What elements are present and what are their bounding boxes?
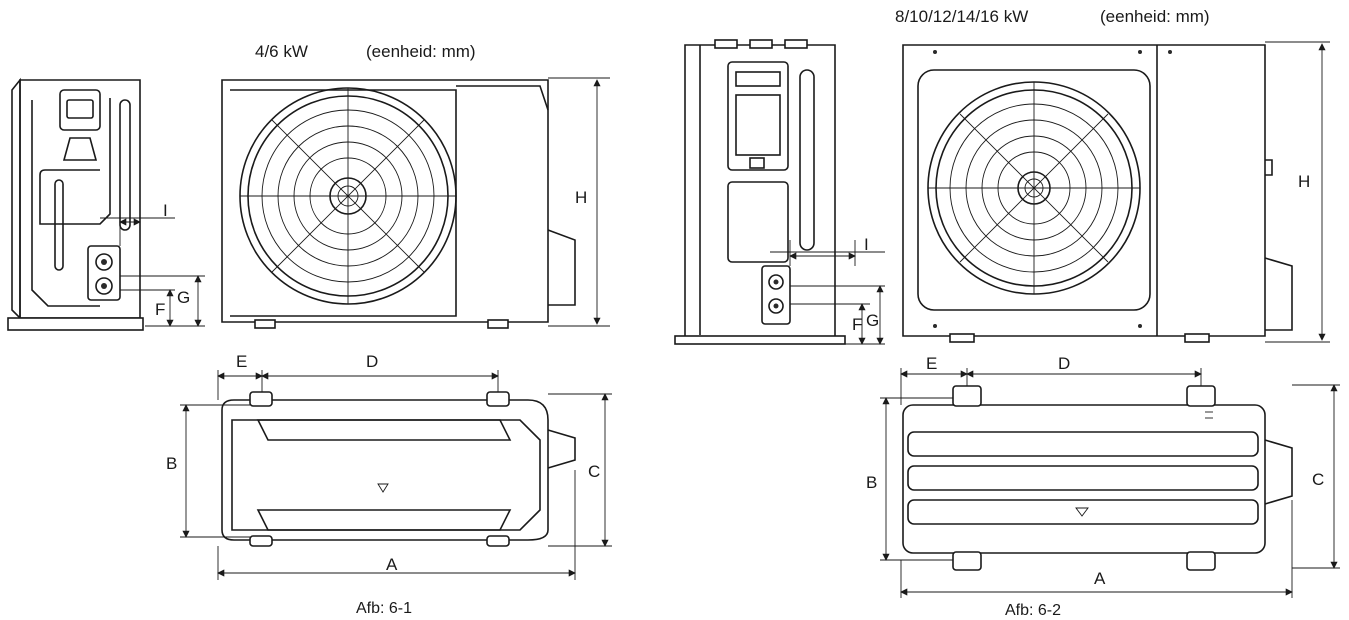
figure-6-2: 8/10/12/14/16 kW (eenheid: mm) <box>674 7 1340 619</box>
left-power-label: 4/6 kW <box>255 42 308 61</box>
right-dim-F: F <box>852 315 862 334</box>
left-dim-E: E <box>236 352 247 371</box>
right-side-view <box>674 39 885 345</box>
figure-6-1: 4/6 kW (eenheid: mm) <box>7 42 612 617</box>
left-dim-B: B <box>166 454 177 473</box>
right-dim-E: E <box>926 354 937 373</box>
left-side-view <box>7 77 205 331</box>
right-top-view <box>880 368 1340 598</box>
left-top-view <box>180 370 612 580</box>
right-dim-C: C <box>1312 470 1324 489</box>
left-dim-G: G <box>177 288 190 307</box>
right-front-view <box>902 41 1330 343</box>
left-dim-I: I <box>163 201 168 220</box>
left-caption: Afb: 6-1 <box>356 600 412 617</box>
right-unit-label: (eenheid: mm) <box>1100 7 1210 26</box>
right-dim-D: D <box>1058 354 1070 373</box>
right-caption: Afb: 6-2 <box>1005 602 1061 619</box>
right-dim-H: H <box>1298 172 1310 191</box>
right-power-label: 8/10/12/14/16 kW <box>895 7 1028 26</box>
left-front-view <box>221 77 610 329</box>
left-dim-A: A <box>386 555 398 574</box>
right-dim-G: G <box>866 311 879 330</box>
left-dim-H: H <box>575 188 587 207</box>
left-dim-F: F <box>155 300 165 319</box>
right-dim-I: I <box>864 235 869 254</box>
left-unit-label: (eenheid: mm) <box>366 42 476 61</box>
left-dim-D: D <box>366 352 378 371</box>
right-dim-A: A <box>1094 569 1106 588</box>
left-dim-C: C <box>588 462 600 481</box>
right-dim-B: B <box>866 473 877 492</box>
